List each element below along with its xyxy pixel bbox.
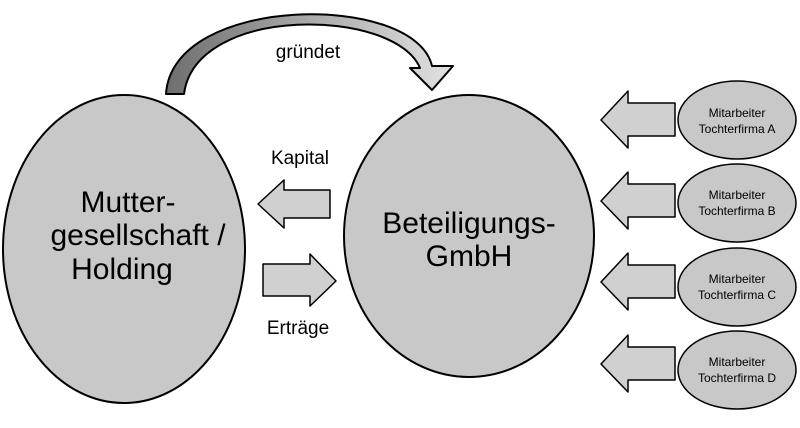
founds-label: gründet (276, 42, 341, 63)
returns-arrow (262, 253, 337, 307)
holding-gmbh-label-line2: GmbH (426, 240, 513, 273)
mother-company-label-line1: Mutter- (80, 186, 175, 219)
employee-arrow-b (600, 171, 676, 230)
capital-arrow (257, 179, 331, 229)
employee-node-d-line1: Mitarbeiter (709, 355, 766, 369)
mother-company-label-line2: gesellschaft / (50, 219, 226, 252)
employee-group-a: Mitarbeiter Tochterfirma A (600, 80, 797, 160)
employee-node-b-line2: Tochterfirma B (698, 204, 775, 218)
employee-group-d: Mitarbeiter Tochterfirma D (600, 330, 797, 410)
founds-curved-arrow (165, 13, 454, 95)
employee-node-b (677, 163, 797, 243)
employee-node-c (677, 247, 797, 327)
employee-node-b-line1: Mitarbeiter (709, 188, 766, 202)
employee-group-b: Mitarbeiter Tochterfirma B (600, 163, 797, 243)
employee-arrow-a (600, 90, 676, 149)
employee-node-a (677, 80, 797, 160)
employee-node-c-line1: Mitarbeiter (709, 272, 766, 286)
employee-node-a-line1: Mitarbeiter (709, 106, 766, 120)
mother-company-node (2, 94, 246, 404)
employee-arrow-d (600, 334, 676, 393)
employee-node-c-line2: Tochterfirma C (698, 288, 776, 302)
employee-node-d-line2: Tochterfirma D (698, 371, 776, 385)
employee-node-d (677, 330, 797, 410)
holding-gmbh-node (343, 94, 595, 378)
capital-label: Kapital (271, 148, 329, 169)
holding-gmbh-label-line1: Beteiligungs- (382, 207, 555, 240)
employee-group-c: Mitarbeiter Tochterfirma C (600, 247, 797, 327)
employee-node-a-line2: Tochterfirma A (699, 122, 776, 136)
mother-company-label-line3: Holding (71, 253, 173, 286)
returns-label: Erträge (267, 318, 329, 339)
employee-arrow-c (600, 252, 676, 311)
